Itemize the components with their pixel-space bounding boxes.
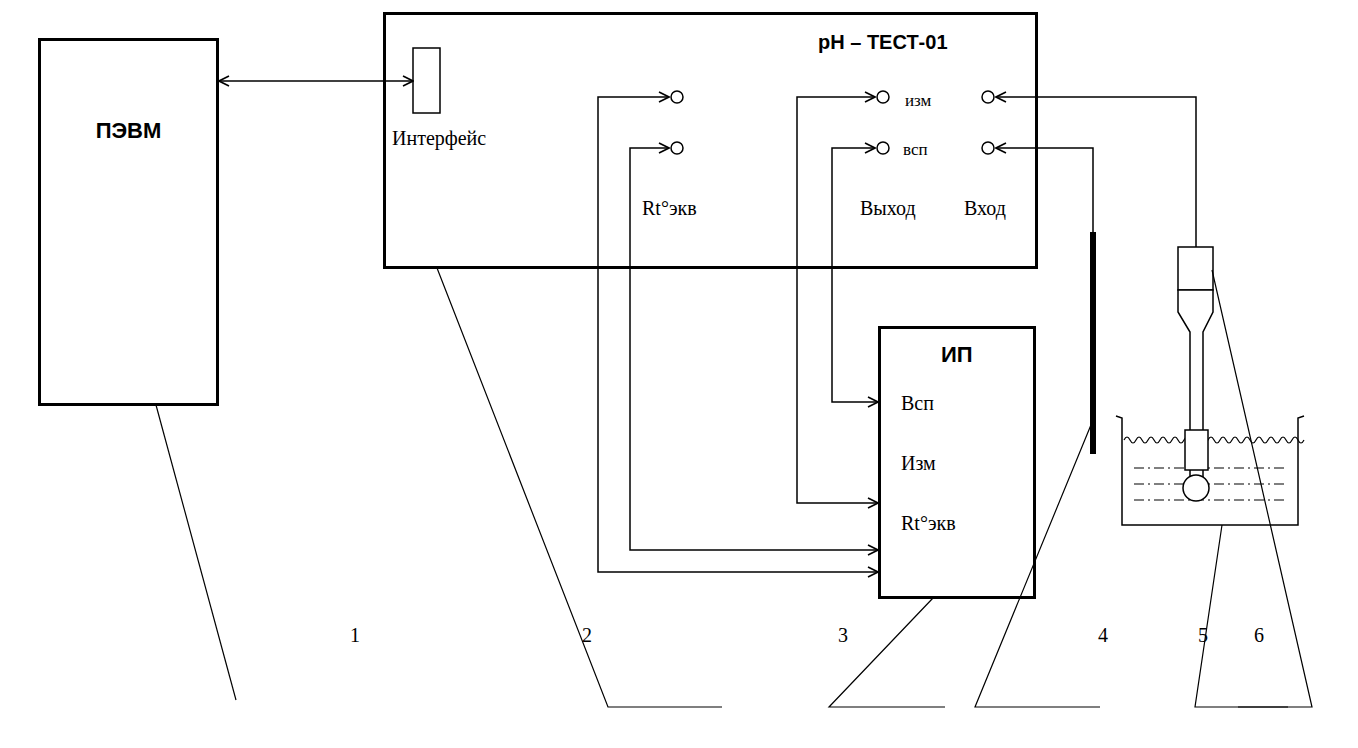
callout-number: 3 xyxy=(838,624,848,646)
connector xyxy=(630,148,878,550)
terminal-label: Выход xyxy=(860,197,916,219)
leader-lines xyxy=(156,268,1312,707)
terminal-label: Интерфейс xyxy=(392,127,486,149)
node-title: pH – ТЕСТ-01 xyxy=(818,31,948,53)
interface-socket xyxy=(413,48,440,113)
terminal-label: Изм xyxy=(901,452,936,474)
aux-electrode-wire xyxy=(996,148,1093,232)
terminals xyxy=(671,91,994,154)
glass-electrode-wire xyxy=(996,97,1196,247)
callout-number: 2 xyxy=(582,624,592,646)
device-box: pH – ТЕСТ-01ИнтерфейсRt°экв изм вспВыход Вх… xyxy=(383,12,1038,269)
glass-electrode xyxy=(1178,247,1213,501)
terminal-label: Rt°экв xyxy=(642,197,697,219)
power-supply-box: ИП ВспИзмRt°экв xyxy=(878,326,1036,599)
callout-number: 6 xyxy=(1254,624,1264,646)
node-title: ИП xyxy=(941,343,973,367)
vessel xyxy=(1116,416,1304,525)
callout-number: 4 xyxy=(1098,624,1108,646)
node-title: ПЭВМ xyxy=(96,119,162,143)
connector xyxy=(797,97,878,503)
terminal-label: изм xyxy=(905,92,931,111)
callout-number: 1 xyxy=(350,624,360,646)
callout-number: 5 xyxy=(1198,624,1208,646)
terminal-label: Всп xyxy=(901,392,934,414)
computer-box: ПЭВМ xyxy=(38,38,219,406)
terminal-label: всп xyxy=(903,141,928,160)
terminal-label: Вход xyxy=(964,197,1006,219)
liquid-surface xyxy=(1124,437,1304,443)
connector xyxy=(598,97,878,572)
terminal-label: Rt°экв xyxy=(901,512,956,534)
connector xyxy=(832,148,878,402)
